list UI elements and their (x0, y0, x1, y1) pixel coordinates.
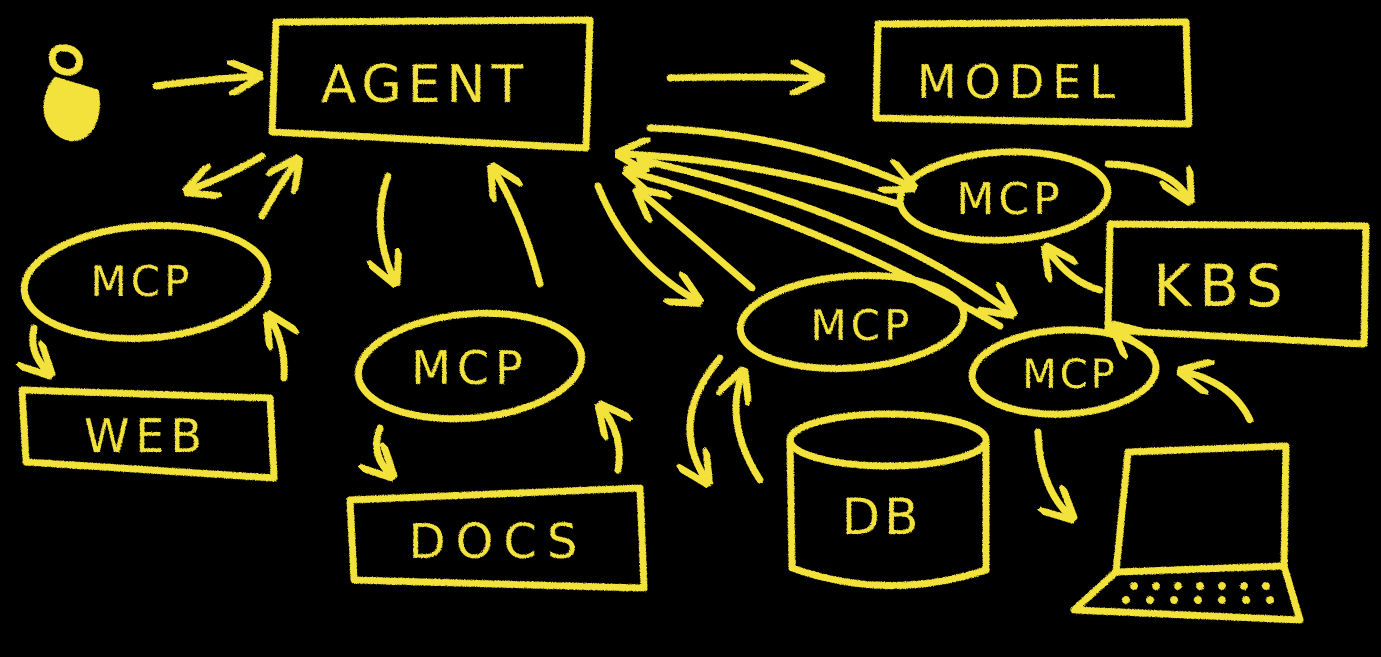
arrow-mcp-kbs-to-kbs (1116, 328, 1154, 352)
web-label: WEB (84, 409, 208, 463)
arrow-mcp-model-to-model (1104, 160, 1188, 198)
arrow-mcp-kbs-to-laptop (1034, 428, 1070, 516)
docs-node: DOCS (346, 484, 648, 592)
mcp-model-node: MCP (896, 148, 1112, 244)
mcp-web-node: MCP (20, 221, 272, 343)
arrow-agent-to-mcp-db (594, 182, 696, 300)
arrow-mcp-db-to-agent (640, 192, 756, 292)
arrow-web-to-mcp-web (270, 318, 284, 382)
arrow-mcp-model-to-agent (622, 154, 902, 208)
arrow-agent-to-model (666, 77, 818, 78)
arrow-user-to-agent (152, 76, 256, 86)
arrow-agent-to-mcp-docs (380, 172, 394, 280)
mcp-db-node: MCP (736, 271, 968, 373)
arrow-db-to-mcp-db (736, 374, 764, 484)
model-label: MODEL (917, 55, 1123, 109)
connection-arrows (33, 76, 1254, 516)
agent-label: AGENT (321, 55, 529, 115)
arrow-mcp-db-to-db-left (690, 354, 724, 480)
mcp-kbs-label: MCP (1022, 352, 1118, 398)
kbs-node: KBS (1104, 220, 1370, 348)
database-icon (786, 410, 990, 589)
arrow-laptop-to-mcp-kbs (1184, 372, 1254, 424)
mcp-docs-node: MCP (354, 309, 586, 423)
arrow-kbs-to-mcp-model (1048, 250, 1104, 294)
user-icon (43, 44, 100, 142)
mcp-docs-label: MCP (411, 341, 529, 395)
mcp-web-label: MCP (91, 257, 194, 306)
arrow-mcp-docs-to-docs (377, 424, 390, 474)
db-node: DB (786, 410, 990, 589)
kbs-label: KBS (1153, 252, 1291, 320)
mcp-model-label: MCP (956, 174, 1063, 225)
mcp-db-label: MCP (811, 301, 914, 350)
arrow-agent-to-mcp-web (190, 152, 266, 190)
arrow-agent-to-mcp-model (646, 124, 910, 186)
web-node: WEB (18, 386, 278, 482)
laptop-icon (1070, 442, 1304, 624)
arrow-mcp-web-to-agent (258, 162, 296, 220)
docs-label: DOCS (409, 514, 588, 570)
arrow-mcp-kbs-to-agent (630, 172, 1004, 330)
arrow-docs-to-mcp-docs (602, 408, 619, 474)
model-node: MODEL (872, 18, 1193, 128)
agent-node: AGENT (268, 16, 594, 152)
arrow-mcp-docs-to-agent (494, 170, 544, 288)
db-label: DB (842, 488, 923, 546)
arrow-agent-to-mcp-kbs (636, 156, 1010, 312)
arrow-mcp-web-to-web (33, 324, 48, 372)
mcp-kbs-node: MCP (968, 326, 1160, 418)
